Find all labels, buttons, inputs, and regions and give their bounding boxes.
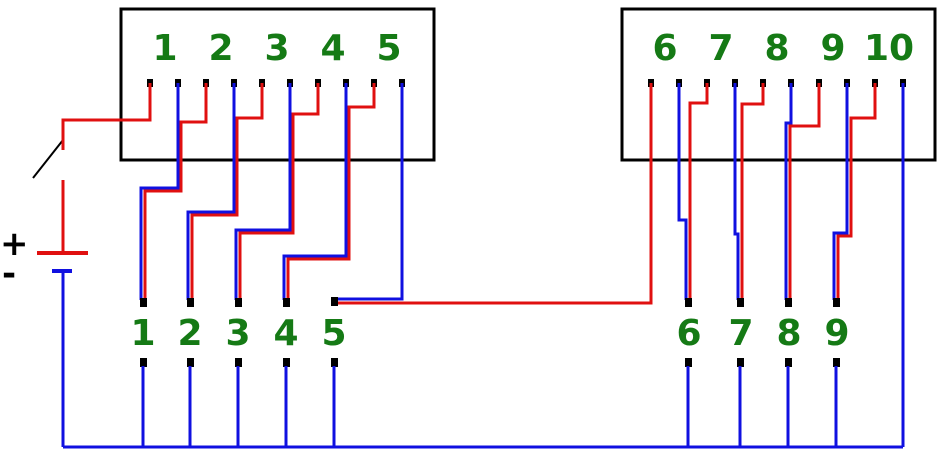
switch (32, 83, 152, 179)
lamp-label: 6 (676, 313, 701, 354)
battery: + - (0, 180, 88, 447)
lamp-pin (331, 297, 338, 306)
right-connector-box (620, 7, 937, 162)
left-pin-label: 4 (320, 28, 345, 69)
negative-sign: - (2, 254, 16, 294)
lamp-pin (785, 298, 792, 307)
blue-wire-9 (832, 83, 849, 300)
blue-wire-6 (677, 83, 688, 300)
lamp-pin (140, 298, 147, 307)
lamp-pin (737, 358, 744, 367)
lamp-label: 5 (321, 313, 346, 354)
positive-sign: + (0, 224, 29, 264)
right-harness-wires (677, 83, 905, 447)
lamp-label: 1 (130, 313, 155, 354)
lamp-label: 7 (728, 313, 753, 354)
red-crossover-wire (334, 83, 653, 305)
lamp-pin (737, 298, 744, 307)
lamp-label: 3 (225, 313, 250, 354)
lamp-pin (187, 298, 194, 307)
lamp-row-labels: 1 2 3 4 5 6 7 8 9 (130, 313, 849, 354)
switch-lever (32, 139, 64, 179)
lamp-label: 8 (776, 313, 801, 354)
red-wire-3 (238, 83, 320, 300)
left-connector-pins (147, 79, 405, 87)
red-wire-6 (688, 83, 709, 300)
blue-wire-3 (234, 83, 292, 300)
lamp-pin (235, 358, 242, 367)
lamp-pin (187, 358, 194, 367)
blue-wire-2 (186, 83, 236, 300)
left-pin-label: 1 (152, 28, 177, 69)
lamp-lower-pins (140, 358, 840, 367)
right-pin-label: 8 (764, 28, 789, 69)
lamp-pin (140, 358, 147, 367)
lamp-pin (685, 298, 692, 307)
lamp-pin (833, 298, 840, 307)
red-wire-9 (836, 83, 877, 300)
left-connector-labels: 1 2 3 4 5 (152, 28, 401, 69)
switch-feed-wire (61, 83, 152, 150)
blue-wire-8 (784, 83, 793, 300)
ground-return-bus (63, 366, 903, 449)
left-pin-label: 3 (264, 28, 289, 69)
lamp-label: 9 (824, 313, 849, 354)
right-pin-label: 10 (864, 28, 914, 69)
left-harness-wires (139, 83, 653, 305)
lamp-label: 4 (273, 313, 298, 354)
red-wire-8 (788, 83, 821, 300)
red-wire-1 (143, 83, 208, 300)
lamp-upper-pins (140, 297, 840, 307)
lamp-pin (283, 298, 290, 307)
right-pin-label: 6 (652, 28, 677, 69)
lamp-pin (283, 358, 290, 367)
left-connector-box (119, 7, 436, 162)
lamp-pin (235, 298, 242, 307)
right-connector-labels: 6 7 8 9 10 (652, 28, 914, 69)
lamp-label: 2 (177, 313, 202, 354)
lamp-pin (785, 358, 792, 367)
red-wire-7 (740, 83, 765, 300)
red-wire-4 (286, 83, 376, 300)
red-wire-2 (190, 83, 264, 300)
lamp-pin (833, 358, 840, 367)
lamp-pin (331, 358, 338, 367)
blue-wire-5 (334, 83, 404, 301)
right-pin-label: 7 (708, 28, 733, 69)
left-pin-label: 5 (376, 28, 401, 69)
blue-wire-1 (139, 83, 180, 300)
left-pin-label: 2 (208, 28, 233, 69)
right-pin-label: 9 (820, 28, 845, 69)
lamp-pin (685, 358, 692, 367)
blue-wire-7 (733, 83, 740, 300)
right-connector-pins (648, 79, 906, 87)
blue-wire-4 (282, 83, 348, 300)
